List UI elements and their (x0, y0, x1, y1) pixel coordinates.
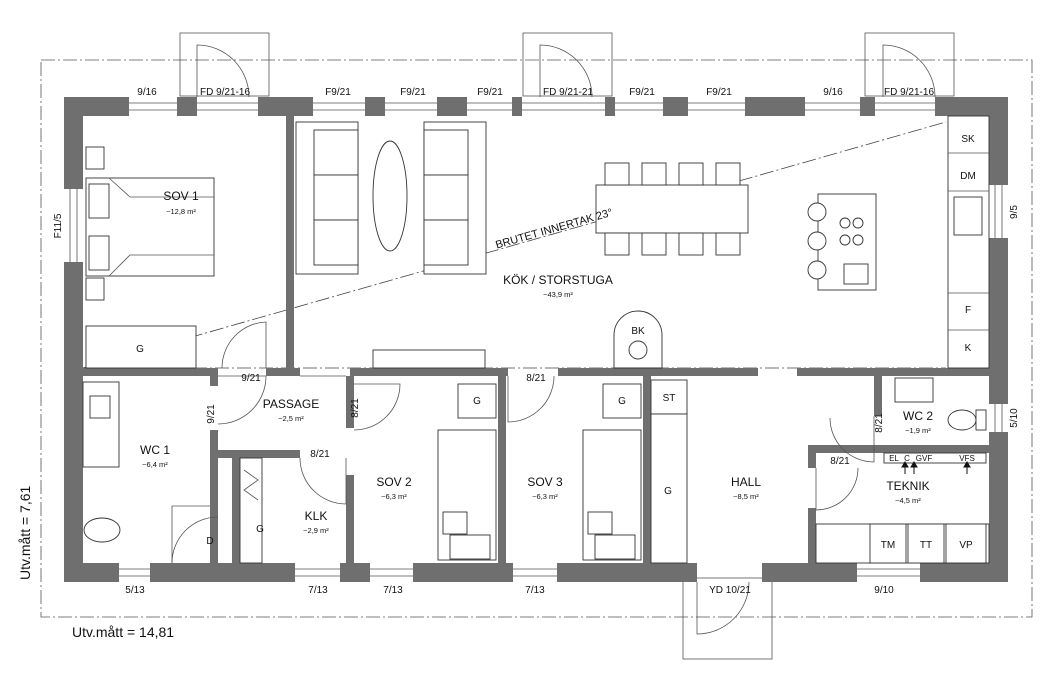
room-name-klk: KLK (305, 509, 328, 523)
fixture-vfs-label: VFS (959, 454, 975, 463)
room-name-wc2: WC 2 (903, 409, 933, 423)
fixture-d-label: D (206, 536, 213, 547)
fixture-dm-label: DM (960, 171, 976, 182)
room-name-sov3: SOV 3 (527, 475, 563, 489)
room-area-klk: ~2,9 m² (303, 526, 329, 535)
door-labels: 9/21 9/21 8/21 8/21 8/21 8/21 8/21 (206, 373, 885, 467)
room-area-sov3: ~6,3 m² (532, 492, 558, 501)
room-area-hall: ~8,5 m² (733, 492, 759, 501)
width-dimension: Utv.mått = 14,81 (72, 624, 174, 640)
window-label: 7/13 (383, 585, 403, 596)
window-label: F9/21 (629, 87, 655, 98)
fixture-el-label: EL (889, 454, 899, 463)
fixture-labels: SK DM F K BK ST G G G G G D TM TT VP (136, 134, 976, 551)
fixture-bk-label: BK (631, 326, 645, 337)
fixture-vp-label: VP (959, 540, 973, 551)
room-area-teknik: ~4,5 m² (895, 496, 921, 505)
window-glazing (69, 102, 1003, 577)
room-area-wc1: ~6,4 m² (142, 460, 168, 469)
bay-boxes (179, 32, 955, 660)
room-area-kok: ~43,9 m² (543, 290, 573, 299)
door-label: 8/21 (350, 398, 361, 418)
window-label: YD 10/21 (709, 585, 751, 596)
height-dimension: Utv.mått = 7,61 (17, 486, 33, 580)
interior-door-swings (171, 321, 875, 564)
hall-storage (650, 379, 688, 564)
window-label: 9/10 (874, 585, 894, 596)
window-label: 9/16 (137, 87, 157, 98)
window-label-left: F11/5 (53, 213, 64, 238)
window-label: FD 9/21-21 (543, 87, 593, 98)
door-label: 9/21 (241, 373, 261, 384)
room-area-sov1: ~12,8 m² (166, 207, 196, 216)
window-label: 7/13 (525, 585, 545, 596)
window-label: F9/21 (477, 87, 503, 98)
room-area-sov2: ~6,3 m² (381, 492, 407, 501)
outer-dimension-boundary (40, 59, 1033, 618)
room-name-sov2: SOV 2 (376, 475, 412, 489)
dining-table (595, 162, 749, 256)
wc2-fixtures (894, 377, 987, 431)
klk-fixtures (239, 457, 263, 564)
door-label: 8/21 (830, 456, 850, 467)
window-label: F9/21 (706, 87, 732, 98)
fixture-st-label: ST (663, 393, 676, 404)
room-name-teknik: TEKNIK (886, 479, 929, 493)
sloped-ceiling-line (82, 121, 947, 369)
fixture-f-label: F (965, 305, 971, 316)
fixture-g-label: G (618, 396, 626, 407)
door-label: 8/21 (526, 373, 546, 384)
kitchen-island (807, 193, 877, 291)
fixture-g-label: G (256, 524, 264, 535)
fixture-sk-label: SK (961, 134, 975, 145)
fixture-g-label: G (136, 344, 144, 355)
entry-door-swings (196, 44, 936, 635)
teknik-arrows (901, 461, 971, 474)
fixture-gvf-label: GVF (916, 454, 933, 463)
window-label: FD 9/21-16 (884, 87, 934, 98)
fixture-tm-label: TM (881, 540, 895, 551)
window-label-right-upper: 9/5 (1009, 205, 1020, 219)
room-name-hall: HALL (731, 475, 761, 489)
door-label: 8/21 (310, 449, 330, 460)
window-label: FD 9/21-16 (200, 87, 250, 98)
teknik-fixtures (815, 452, 990, 564)
interior-walls (83, 116, 989, 563)
door-label: 8/21 (874, 413, 885, 433)
window-label: 9/16 (823, 87, 843, 98)
sov1-bed (85, 146, 215, 369)
room-labels: SOV 1 ~12,8 m² KÖK / STORSTUGA ~43,9 m² … (140, 189, 933, 535)
door-label: 9/21 (206, 404, 217, 424)
fixture-g-label: G (473, 396, 481, 407)
window-label: 5/13 (125, 585, 145, 596)
window-label-right-lower: 5/10 (1009, 408, 1020, 428)
living-sofas (295, 121, 487, 275)
room-name-sov1: SOV 1 (163, 189, 199, 203)
sov3-furniture (582, 383, 642, 561)
room-name-kok: KÖK / STORSTUGA (503, 273, 613, 287)
exterior-walls (64, 97, 1008, 582)
window-labels-top: 9/16 FD 9/21-16 F9/21 F9/21 F9/21 FD 9/2… (137, 87, 934, 98)
fixture-g-label: G (664, 486, 672, 497)
teknik-panel-labels: EL C GVF VFS (889, 454, 975, 463)
sov2-furniture (372, 349, 497, 561)
fixture-c-label: C (904, 454, 910, 463)
window-label: F9/21 (400, 87, 426, 98)
window-label: 7/13 (308, 585, 328, 596)
room-name-wc1: WC 1 (140, 443, 170, 457)
room-area-wc2: ~1,9 m² (905, 426, 931, 435)
fireplace (613, 310, 663, 369)
window-labels-bottom: 5/13 7/13 7/13 7/13 YD 10/21 9/10 (125, 585, 894, 596)
fixture-k-label: K (965, 343, 972, 354)
kitchen-counter (947, 115, 990, 369)
room-name-passage: PASSAGE (263, 397, 319, 411)
fixture-tt-label: TT (920, 540, 932, 551)
room-area-passage: ~2,5 m² (278, 414, 304, 423)
wc1-fixtures (82, 381, 210, 563)
window-label: F9/21 (325, 87, 351, 98)
